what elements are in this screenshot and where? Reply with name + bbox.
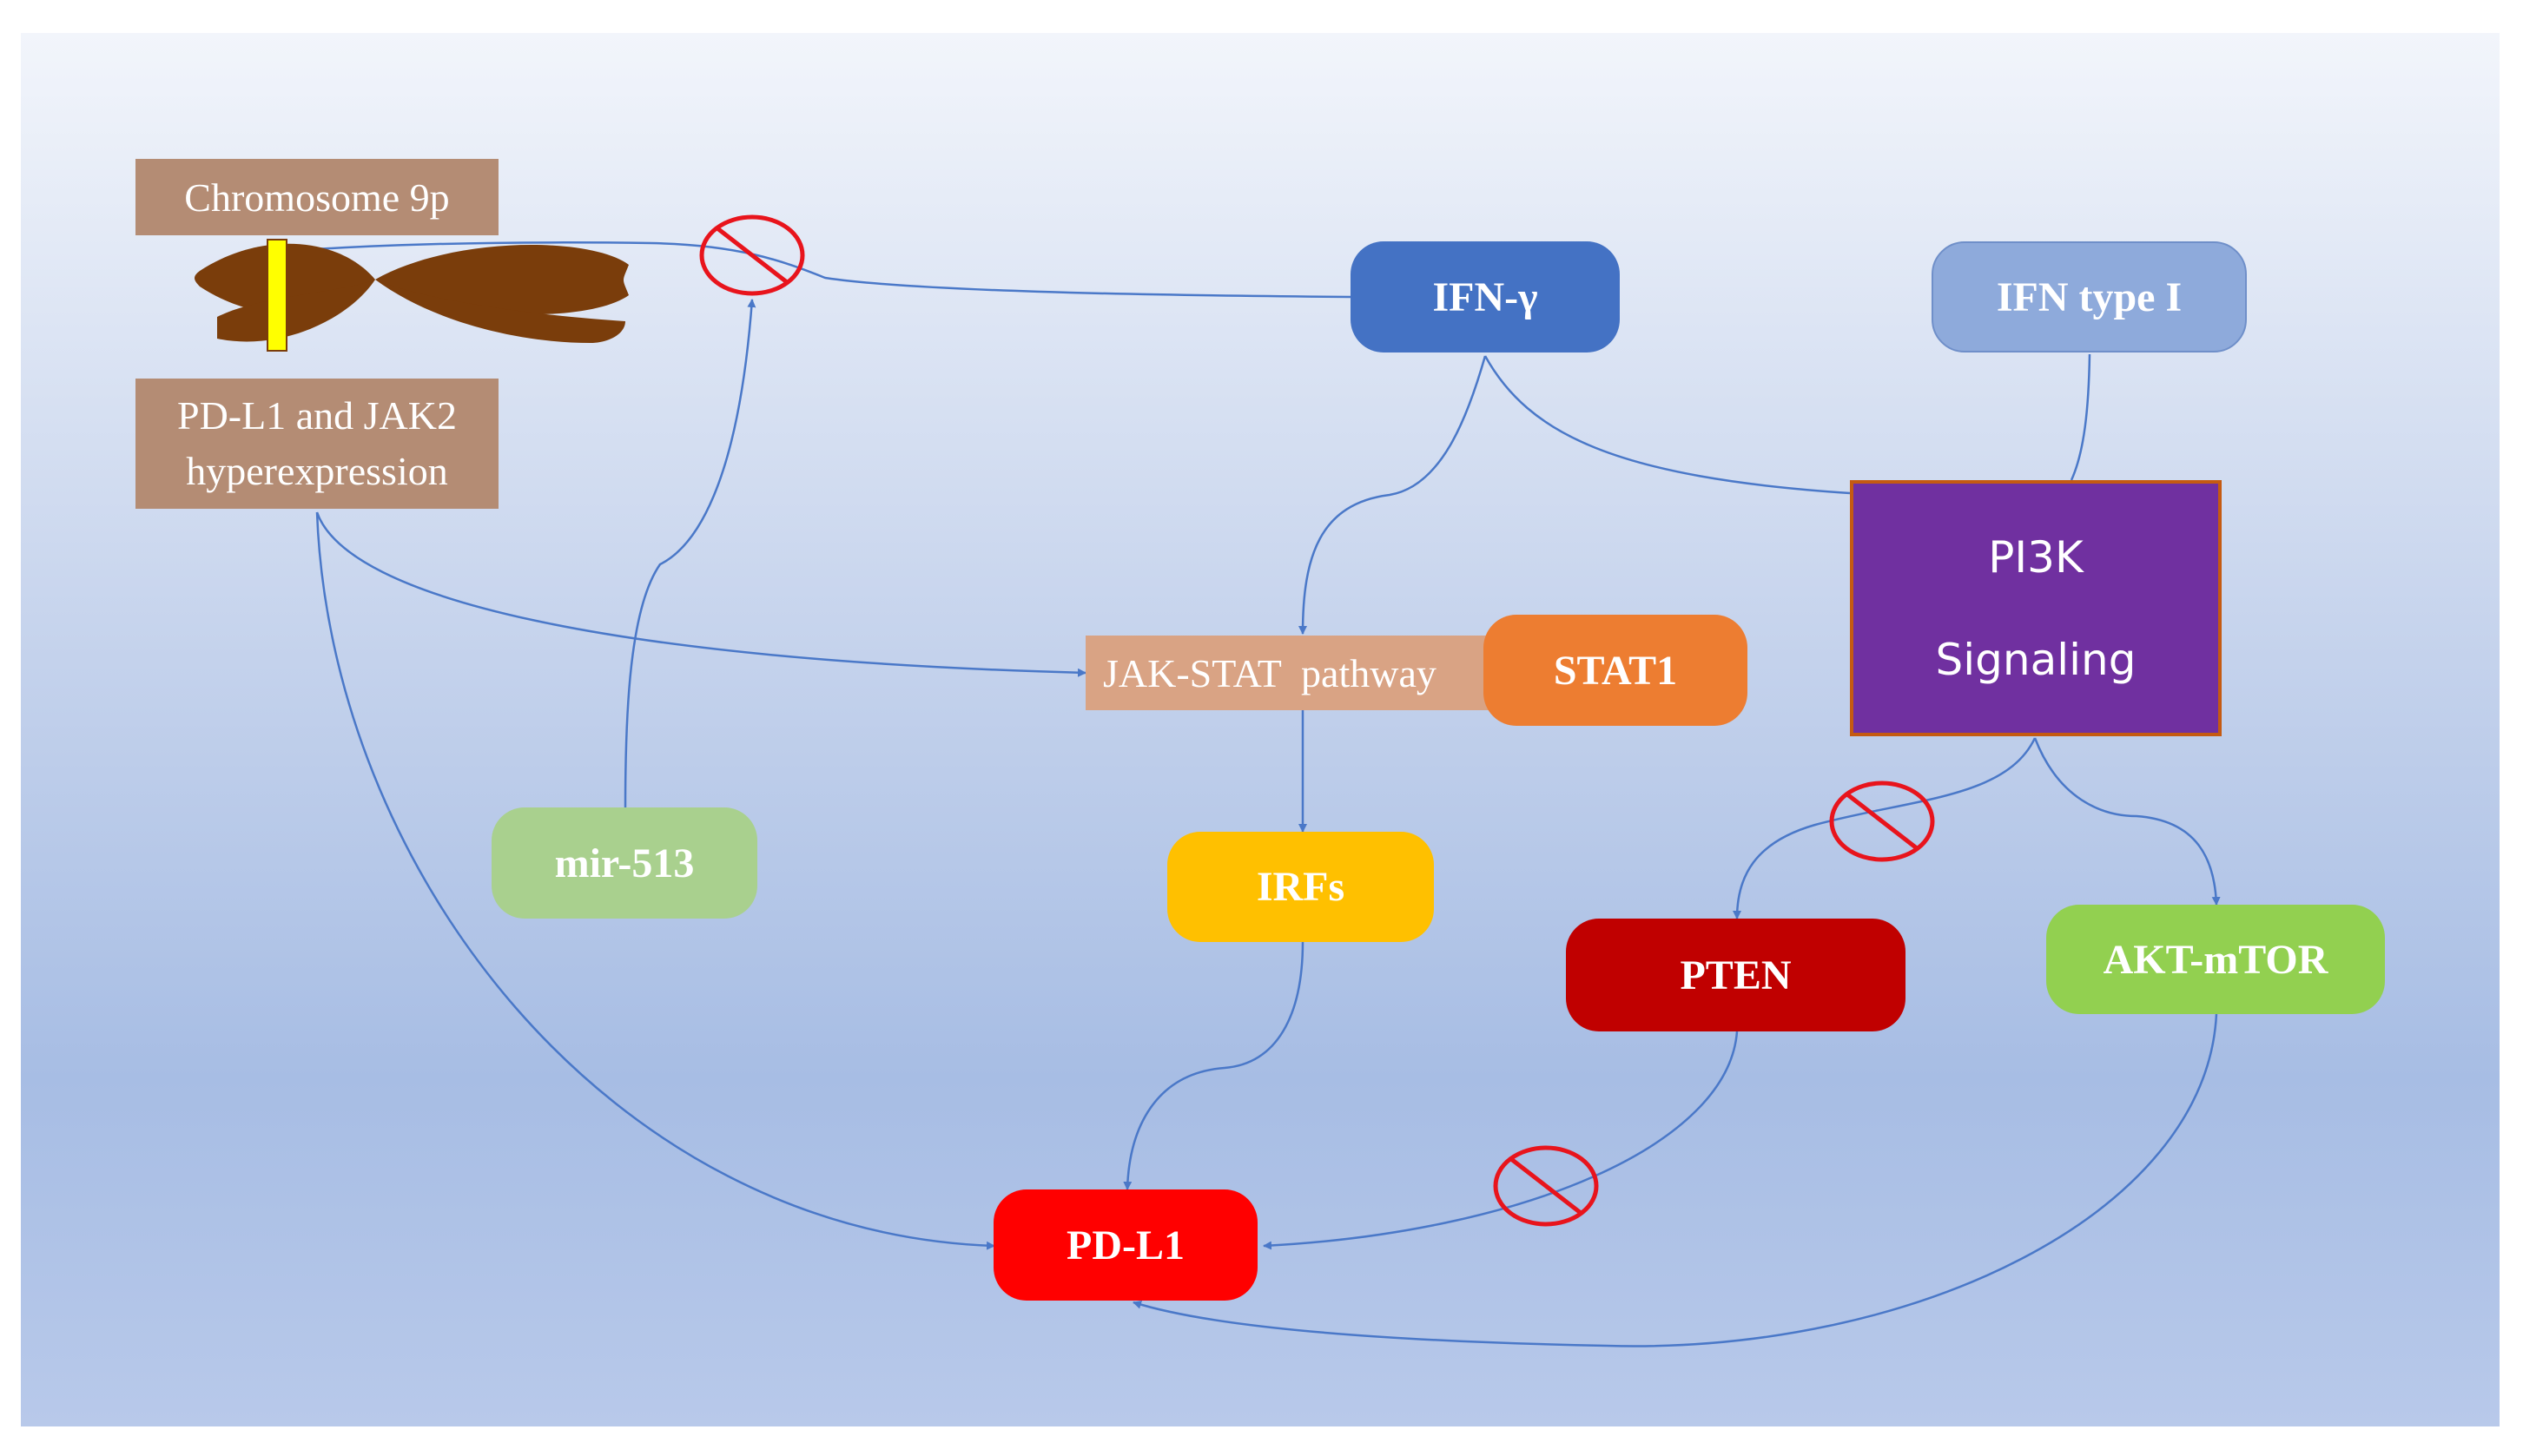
chromosome-label-text: Chromosome 9p	[184, 175, 450, 220]
pdl1-node: PD-L1	[994, 1189, 1258, 1301]
link-pten-to-pdl1	[1263, 1031, 1739, 1250]
pi3k-signaling-node: PI3K Signaling	[1850, 480, 2222, 736]
inhibit-icon-pten	[1829, 781, 1935, 862]
irfs-label: IRFs	[1256, 864, 1345, 910]
hyperexpression-line-1: PD-L1 and JAK2	[177, 393, 457, 438]
link-pi3k-to-pten	[1733, 737, 2037, 919]
ifn-gamma-node: IFN-γ	[1351, 241, 1620, 352]
stat1-label: STAT1	[1553, 647, 1678, 694]
akt-mtor-label: AKT-mTOR	[2103, 936, 2328, 983]
hyperexpression-line-2: hyperexpression	[186, 449, 448, 493]
signaling-label: Signaling	[1935, 634, 2137, 685]
link-akt-to-pdl1	[1133, 1013, 2218, 1347]
link-ifn-gamma-to-chromosome	[277, 241, 1351, 299]
jak-stat-pathway-node: JAK-STAT pathway	[1086, 636, 1520, 710]
pi3k-label: PI3K	[1988, 531, 2084, 583]
mir513-label: mir-513	[554, 840, 695, 886]
ifn-type-1-node: IFN type I	[1932, 241, 2247, 352]
link-ifn-gamma-to-pi3k	[1483, 355, 1851, 495]
pten-label: PTEN	[1680, 952, 1792, 998]
pten-node: PTEN	[1566, 919, 1905, 1031]
hyperexpression-box: PD-L1 and JAK2 hyperexpression	[135, 379, 499, 509]
link-ifn-gamma-to-jak-stat	[1298, 355, 1487, 635]
ifn-type-1-label: IFN type I	[1996, 273, 2183, 320]
inhibit-icon-pdl1	[1493, 1145, 1599, 1227]
chromosome-icon	[195, 239, 629, 352]
link-mir513-to-inhibit	[624, 299, 756, 808]
mir513-node: mir-513	[492, 807, 757, 919]
link-pi3k-to-akt	[2033, 737, 2221, 906]
stat1-node: STAT1	[1483, 615, 1747, 726]
inhibit-icon-chromosome	[699, 214, 805, 296]
irfs-node: IRFs	[1167, 832, 1434, 942]
pdl1-label: PD-L1	[1067, 1222, 1185, 1268]
jak-stat-label: JAK-STAT pathway	[1103, 650, 1437, 695]
link-hyperexpression-to-pdl1	[315, 511, 995, 1250]
akt-mtor-node: AKT-mTOR	[2046, 905, 2385, 1014]
ifn-gamma-label: IFN-γ	[1432, 273, 1538, 320]
link-ifn-type1-to-pi3k	[2070, 353, 2091, 481]
link-hyperexpression-to-jak-stat	[315, 511, 1086, 677]
chromosome-label: Chromosome 9p	[135, 159, 499, 235]
link-irfs-to-pdl1	[1123, 941, 1304, 1190]
